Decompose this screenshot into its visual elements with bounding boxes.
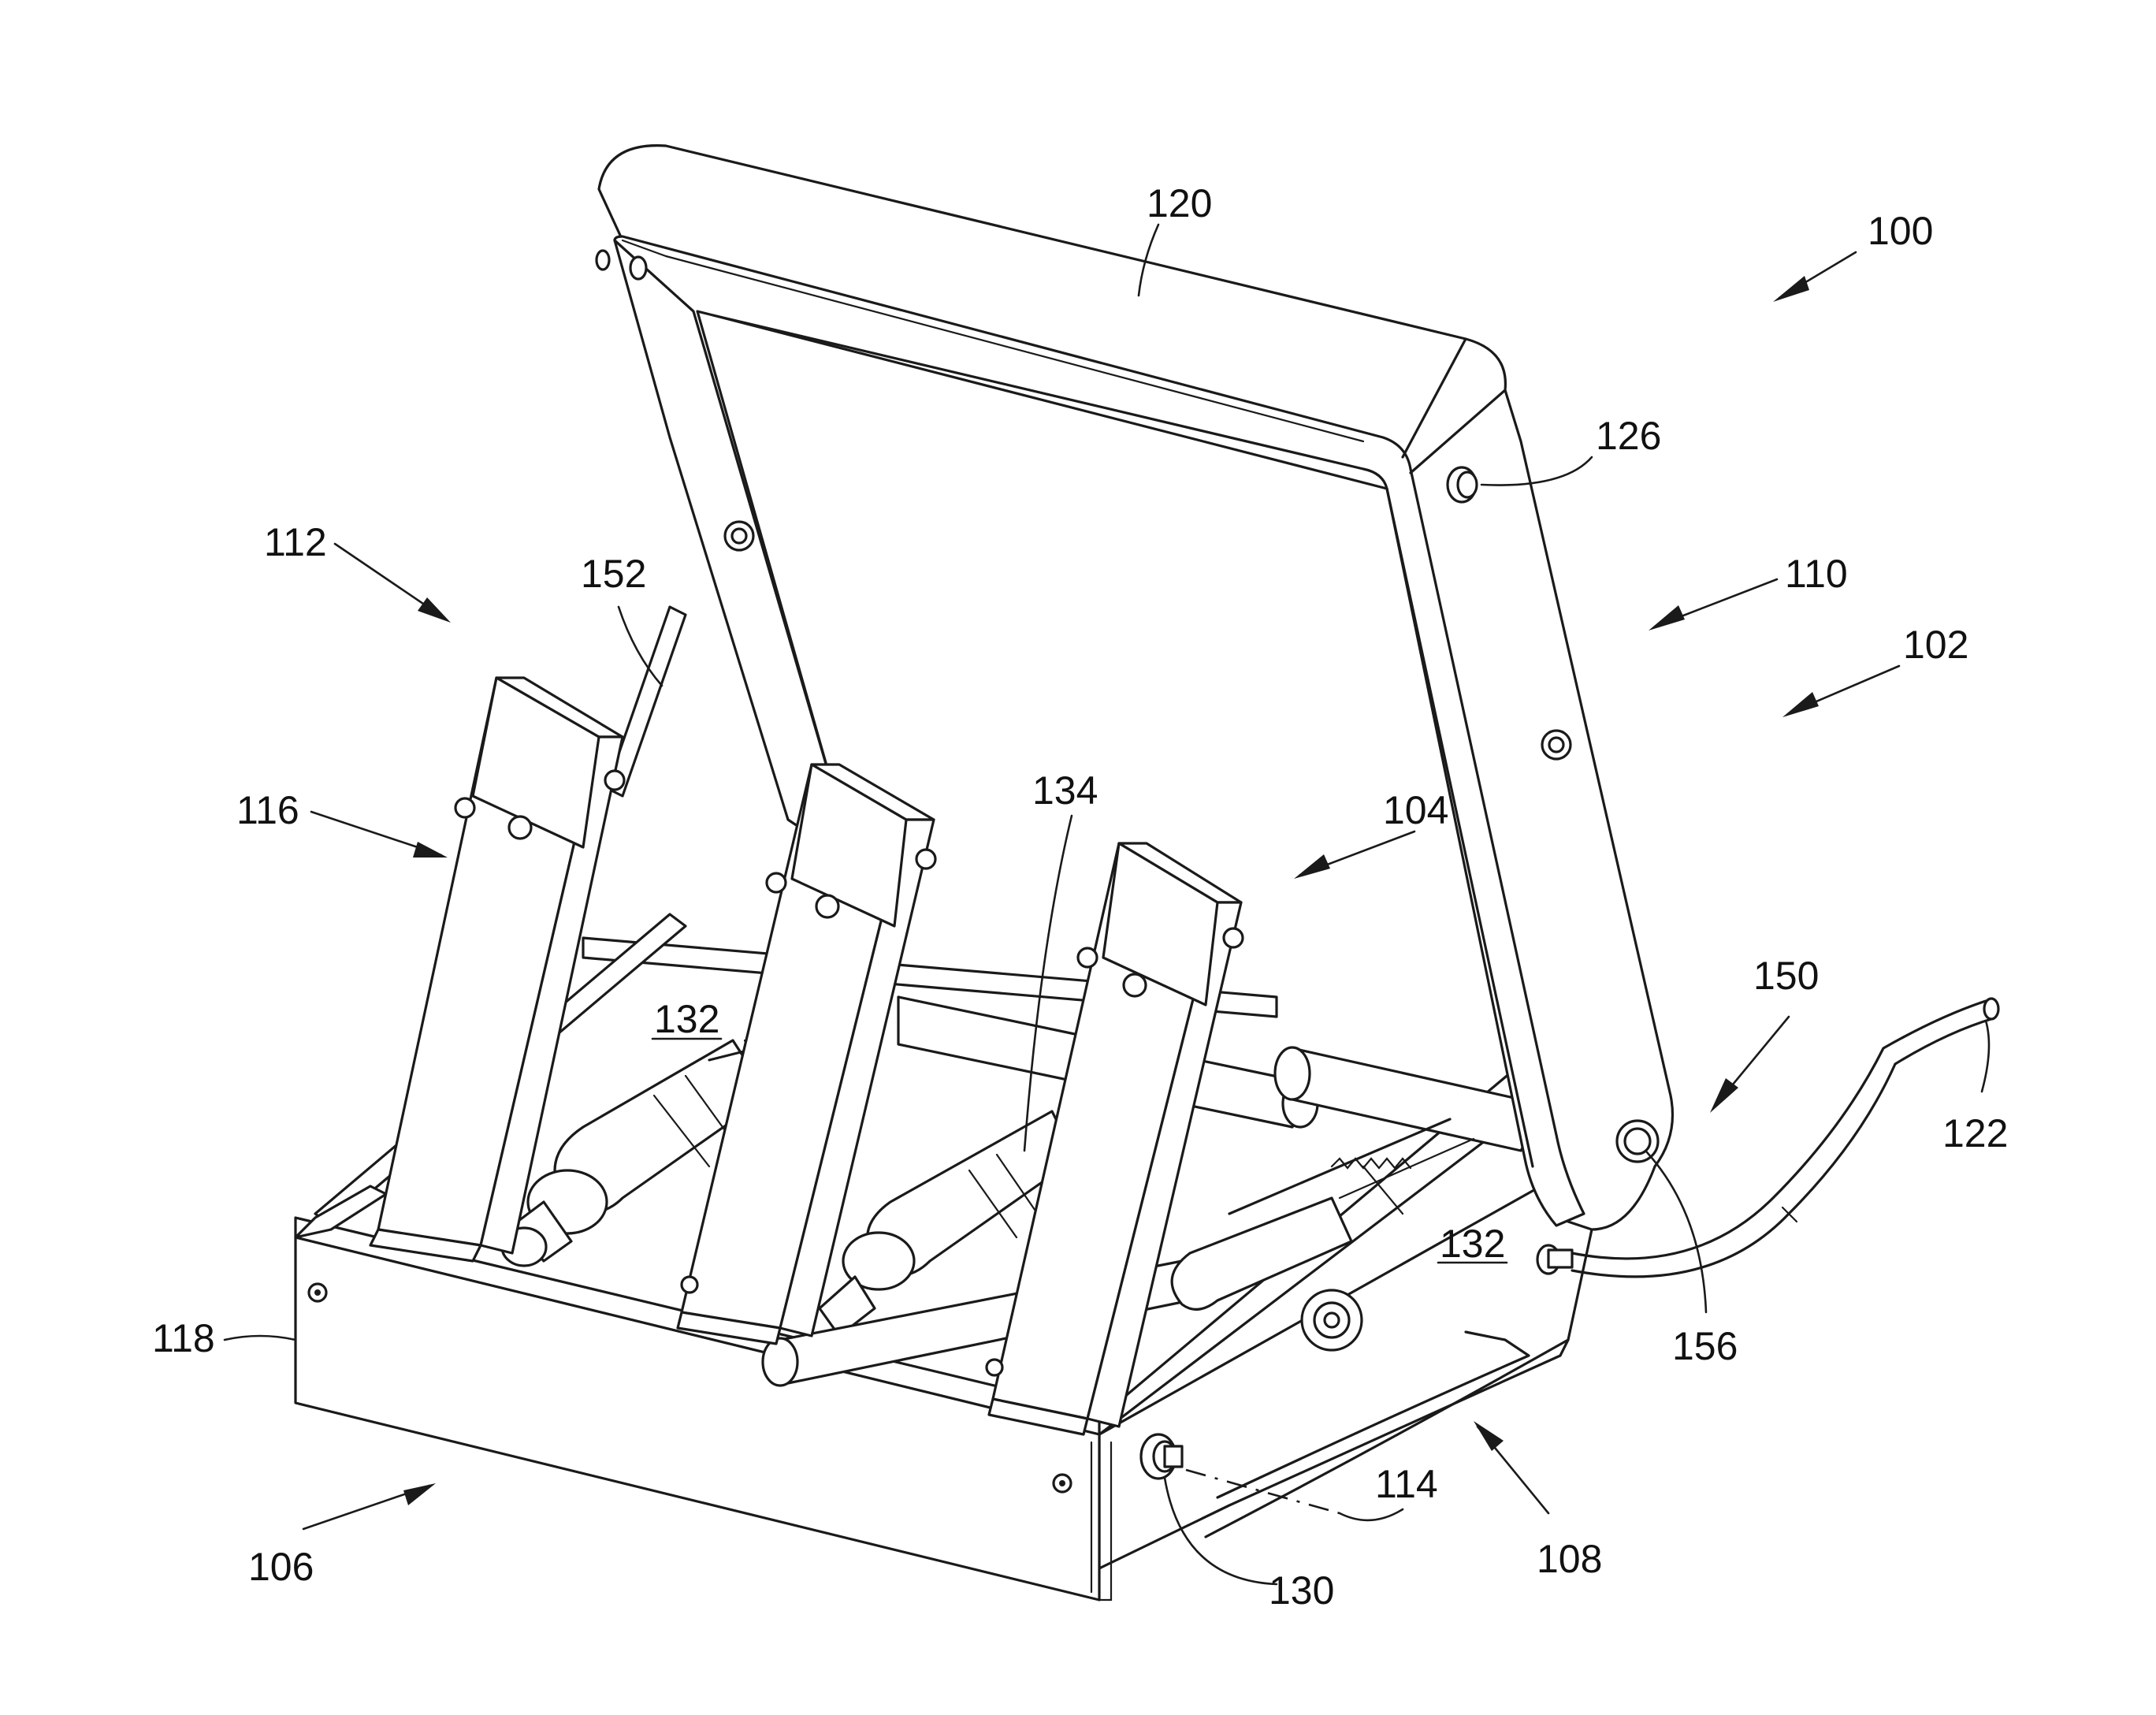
callout-132-right: 132 [1440,1222,1505,1266]
callout-104: 104 [1383,788,1448,832]
callout-110: 110 [1785,552,1848,596]
callout-106: 106 [248,1545,314,1589]
callout-120: 120 [1147,181,1212,225]
callout-114: 114 [1375,1462,1438,1506]
callout-134: 134 [1032,768,1098,813]
callout-156: 156 [1672,1324,1738,1368]
callout-132-left: 132 [654,997,719,1041]
callout-130: 130 [1269,1568,1334,1613]
callout-118: 118 [152,1316,215,1360]
callout-112: 112 [264,520,327,564]
callout-122: 122 [1942,1111,2008,1155]
callout-108: 108 [1537,1537,1602,1581]
callout-126: 126 [1596,414,1661,458]
callout-116: 116 [236,788,299,832]
callout-102: 102 [1903,623,1968,667]
callout-152: 152 [581,552,646,596]
callout-150: 150 [1753,954,1819,998]
callout-100: 100 [1868,209,1933,253]
